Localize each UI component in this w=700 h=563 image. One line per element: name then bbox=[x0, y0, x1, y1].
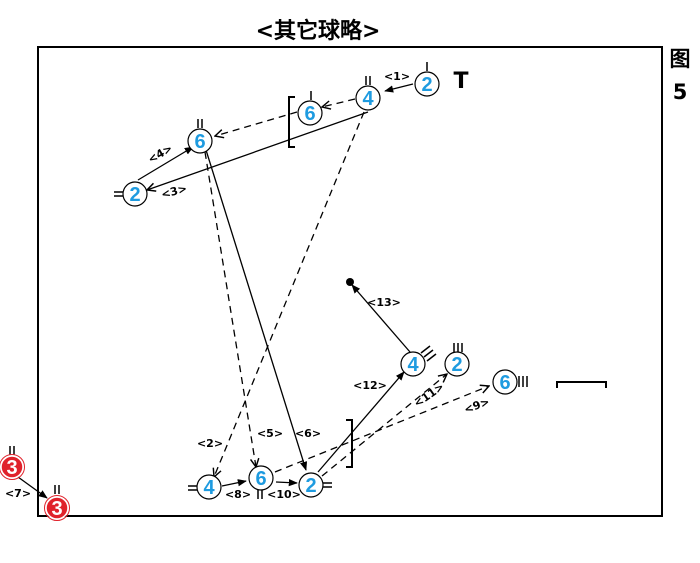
player-circle bbox=[45, 496, 69, 520]
path-top-short bbox=[322, 98, 356, 107]
bracket-bottom bbox=[346, 419, 353, 468]
player-circle bbox=[355, 85, 381, 111]
bracket-top bbox=[288, 96, 295, 148]
player-number: 6 bbox=[194, 131, 205, 153]
player-circle bbox=[414, 71, 440, 97]
player-number: 4 bbox=[203, 477, 215, 499]
player-number: 6 bbox=[255, 468, 266, 490]
player-number: 6 bbox=[304, 103, 315, 125]
step-label-5: <5> bbox=[257, 427, 283, 440]
figure-label-top: 图 bbox=[670, 47, 691, 71]
player-circle bbox=[196, 474, 222, 500]
step-label-4: <4> bbox=[146, 142, 175, 166]
player-circle bbox=[444, 351, 470, 377]
path-3 bbox=[147, 111, 369, 190]
path-6 bbox=[205, 149, 308, 471]
red-player-marker: 3 bbox=[44, 495, 70, 521]
player-circle bbox=[187, 128, 213, 154]
net-marker-right bbox=[556, 381, 607, 388]
player-number: 2 bbox=[305, 475, 316, 497]
player-number: 2 bbox=[451, 354, 462, 376]
t-marker: T bbox=[453, 69, 468, 94]
player-number: 4 bbox=[407, 354, 419, 376]
step-label-13: <13> bbox=[367, 296, 401, 309]
player-circle bbox=[298, 472, 324, 498]
path-11 bbox=[321, 374, 447, 477]
step-label-10: <10> bbox=[267, 488, 301, 501]
player-tick-marks bbox=[9, 62, 528, 499]
step-label-8: <8> bbox=[225, 488, 251, 501]
step-label-12: <12> bbox=[353, 379, 387, 392]
blue-player-marker: 4 bbox=[196, 474, 222, 500]
path-10 bbox=[275, 478, 298, 487]
path-2 bbox=[214, 111, 365, 477]
step-label-3: <3> bbox=[160, 182, 189, 201]
blue-player-marker: 6 bbox=[187, 128, 213, 154]
blue-player-marker: 6 bbox=[297, 100, 323, 126]
player-circle bbox=[297, 100, 323, 126]
path-5 bbox=[204, 151, 256, 467]
red-player-marker: 3 bbox=[0, 454, 25, 480]
player-number: 2 bbox=[129, 184, 140, 206]
player-circle bbox=[0, 455, 24, 479]
player-number: 6 bbox=[499, 372, 510, 394]
blue-player-marker: 6 bbox=[248, 465, 274, 491]
blue-player-marker: 4 bbox=[400, 351, 426, 377]
step-label-9: <9> bbox=[462, 395, 491, 416]
players-layer: 2 4 6 6 2 4 2 6 4 6 2 3 3 bbox=[0, 71, 518, 521]
blue-player-marker: 2 bbox=[122, 181, 148, 207]
diagram-title: <其它球略> bbox=[256, 18, 381, 44]
figure-label-bottom: 5 bbox=[673, 80, 688, 104]
path-12 bbox=[317, 371, 405, 473]
path-top-left bbox=[215, 111, 298, 136]
ball-landing-point bbox=[346, 278, 354, 286]
player-circle bbox=[400, 351, 426, 377]
step-label-7: <7> bbox=[5, 487, 31, 500]
blue-player-marker: 4 bbox=[355, 85, 381, 111]
player-number: 2 bbox=[421, 74, 432, 96]
step-label-11: <11> bbox=[411, 380, 446, 410]
player-number: 3 bbox=[6, 457, 17, 479]
player-outer-ring bbox=[44, 495, 70, 521]
path-4 bbox=[137, 146, 194, 181]
player-circle bbox=[492, 369, 518, 395]
path-8 bbox=[221, 479, 247, 487]
blue-player-marker: 2 bbox=[414, 71, 440, 97]
court-boundary bbox=[37, 46, 663, 517]
path-9 bbox=[274, 386, 489, 473]
path-1 bbox=[384, 83, 414, 93]
path-7 bbox=[17, 476, 48, 499]
blue-player-marker: 2 bbox=[444, 351, 470, 377]
blue-player-marker: 2 bbox=[298, 472, 324, 498]
player-number: 3 bbox=[51, 498, 62, 520]
step-label-6: <6> bbox=[295, 427, 321, 440]
player-circle bbox=[248, 465, 274, 491]
player-number: 4 bbox=[362, 88, 374, 110]
step-label-2: <2> bbox=[197, 437, 223, 450]
blue-player-marker: 6 bbox=[492, 369, 518, 395]
player-circle bbox=[122, 181, 148, 207]
player-outer-ring bbox=[0, 454, 25, 480]
path-13 bbox=[351, 284, 411, 353]
step-label-1: <1> bbox=[384, 70, 410, 83]
